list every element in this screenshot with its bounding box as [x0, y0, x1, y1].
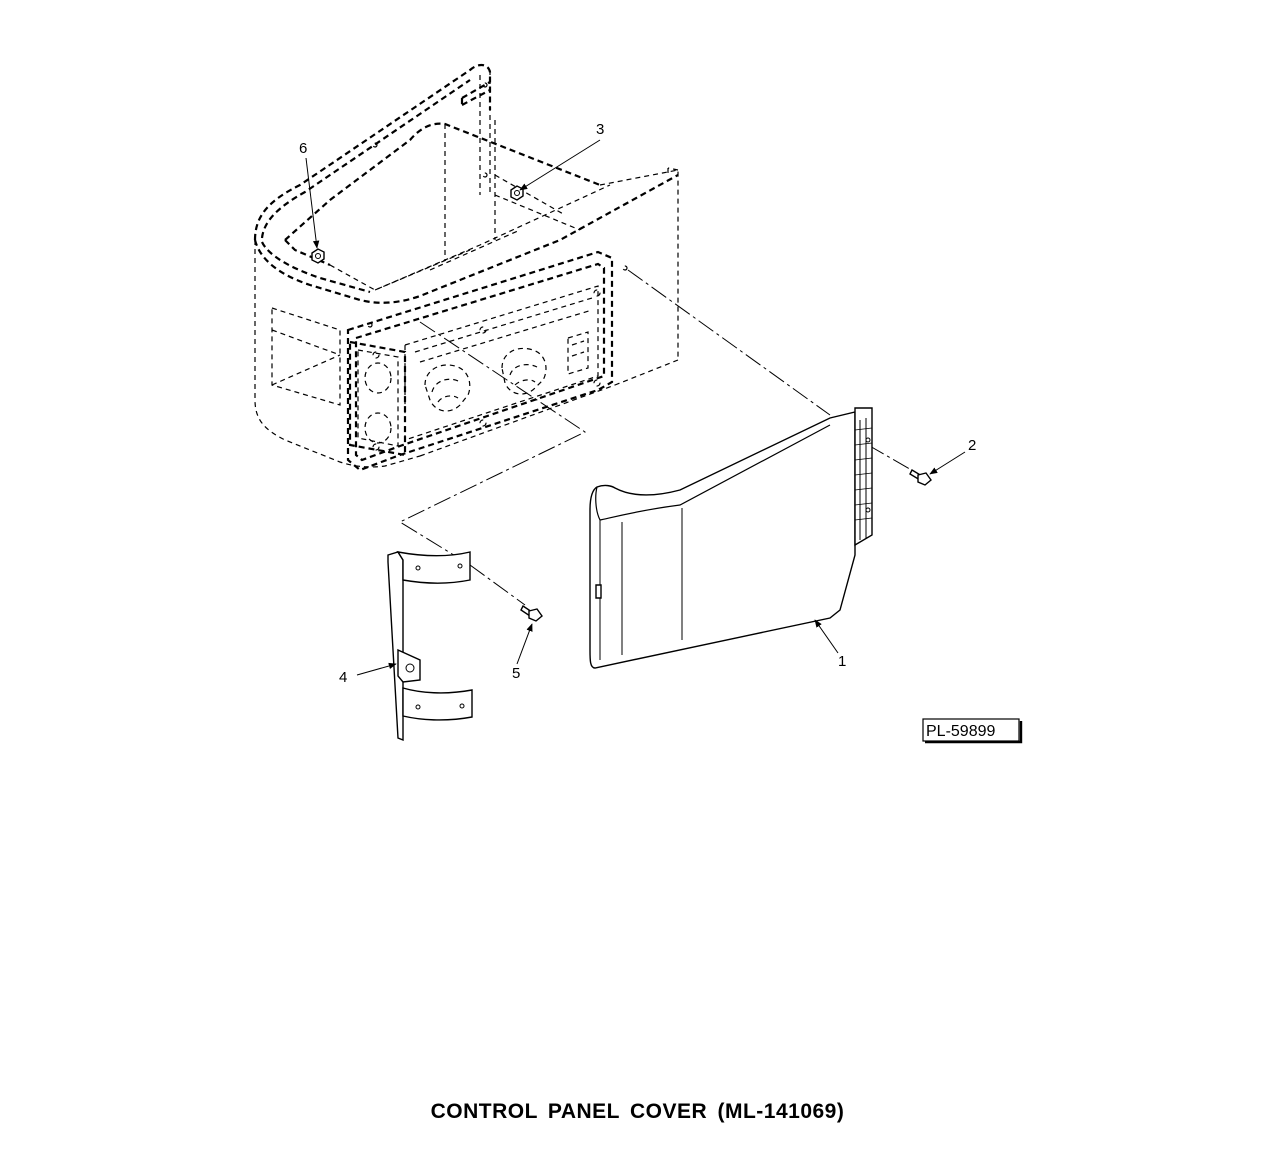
- bracket-item-4: [387, 551, 473, 742]
- assembly-centerlines: [398, 269, 916, 606]
- callout-5: 5: [512, 665, 520, 682]
- screw-item-5: [520, 604, 543, 622]
- plate-number-box: PL-59899: [922, 718, 1023, 744]
- callout-3: 3: [596, 121, 604, 138]
- callout-4: 4: [339, 669, 347, 686]
- nut-item-3: [510, 185, 524, 201]
- figure-title: CONTROL PANEL COVER (ML-141069): [430, 1100, 845, 1123]
- control-panel-housing-phantom: [253, 63, 679, 472]
- control-panel-cover-item-1: [589, 407, 873, 669]
- callout-1: 1: [838, 653, 846, 670]
- callout-2: 2: [968, 437, 976, 454]
- callout-6: 6: [299, 140, 307, 157]
- plate-number: PL-59899: [926, 723, 995, 740]
- nut-item-6: [311, 248, 325, 264]
- leader-lines: [305, 139, 966, 676]
- screw-item-2: [909, 469, 932, 486]
